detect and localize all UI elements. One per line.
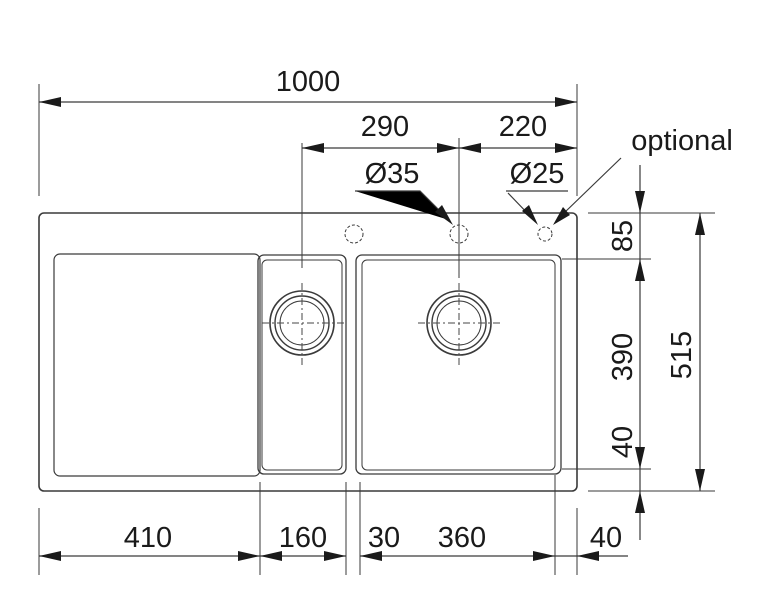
optional-hole-25 bbox=[537, 226, 553, 242]
hole-25-callout: Ø25 bbox=[506, 158, 568, 225]
optional-callout: optional bbox=[553, 125, 733, 225]
dimension-tap-offsets: 290 220 bbox=[302, 111, 577, 153]
dimension-vertical-chain: 85 390 40 bbox=[607, 165, 645, 540]
label-220: 220 bbox=[499, 111, 547, 143]
label-diameter-25: Ø25 bbox=[510, 158, 565, 190]
small-bowl-drain bbox=[262, 290, 344, 356]
label-160: 160 bbox=[279, 522, 327, 554]
label-410: 410 bbox=[124, 522, 172, 554]
label-360: 360 bbox=[438, 522, 486, 554]
optional-hole-left bbox=[344, 224, 364, 244]
label-85: 85 bbox=[607, 220, 639, 252]
dimension-overall-depth: 515 bbox=[666, 213, 705, 491]
label-40-vertical: 40 bbox=[607, 426, 639, 458]
label-diameter-35: Ø35 bbox=[365, 158, 420, 190]
dimension-bottom-chain: 410 160 30 360 40 bbox=[39, 522, 628, 561]
label-30: 30 bbox=[368, 522, 400, 554]
dimension-overall-width: 1000 bbox=[39, 66, 577, 107]
label-optional: optional bbox=[631, 125, 733, 157]
label-515: 515 bbox=[666, 331, 698, 379]
label-1000: 1000 bbox=[276, 66, 341, 98]
sink-outer-outline bbox=[38, 212, 578, 492]
sink-body bbox=[38, 212, 578, 492]
label-390: 390 bbox=[607, 333, 639, 381]
label-40-bottom: 40 bbox=[590, 522, 622, 554]
hole-35-callout: Ø35 bbox=[355, 158, 453, 225]
label-290: 290 bbox=[361, 111, 409, 143]
drainer-area bbox=[53, 253, 261, 477]
